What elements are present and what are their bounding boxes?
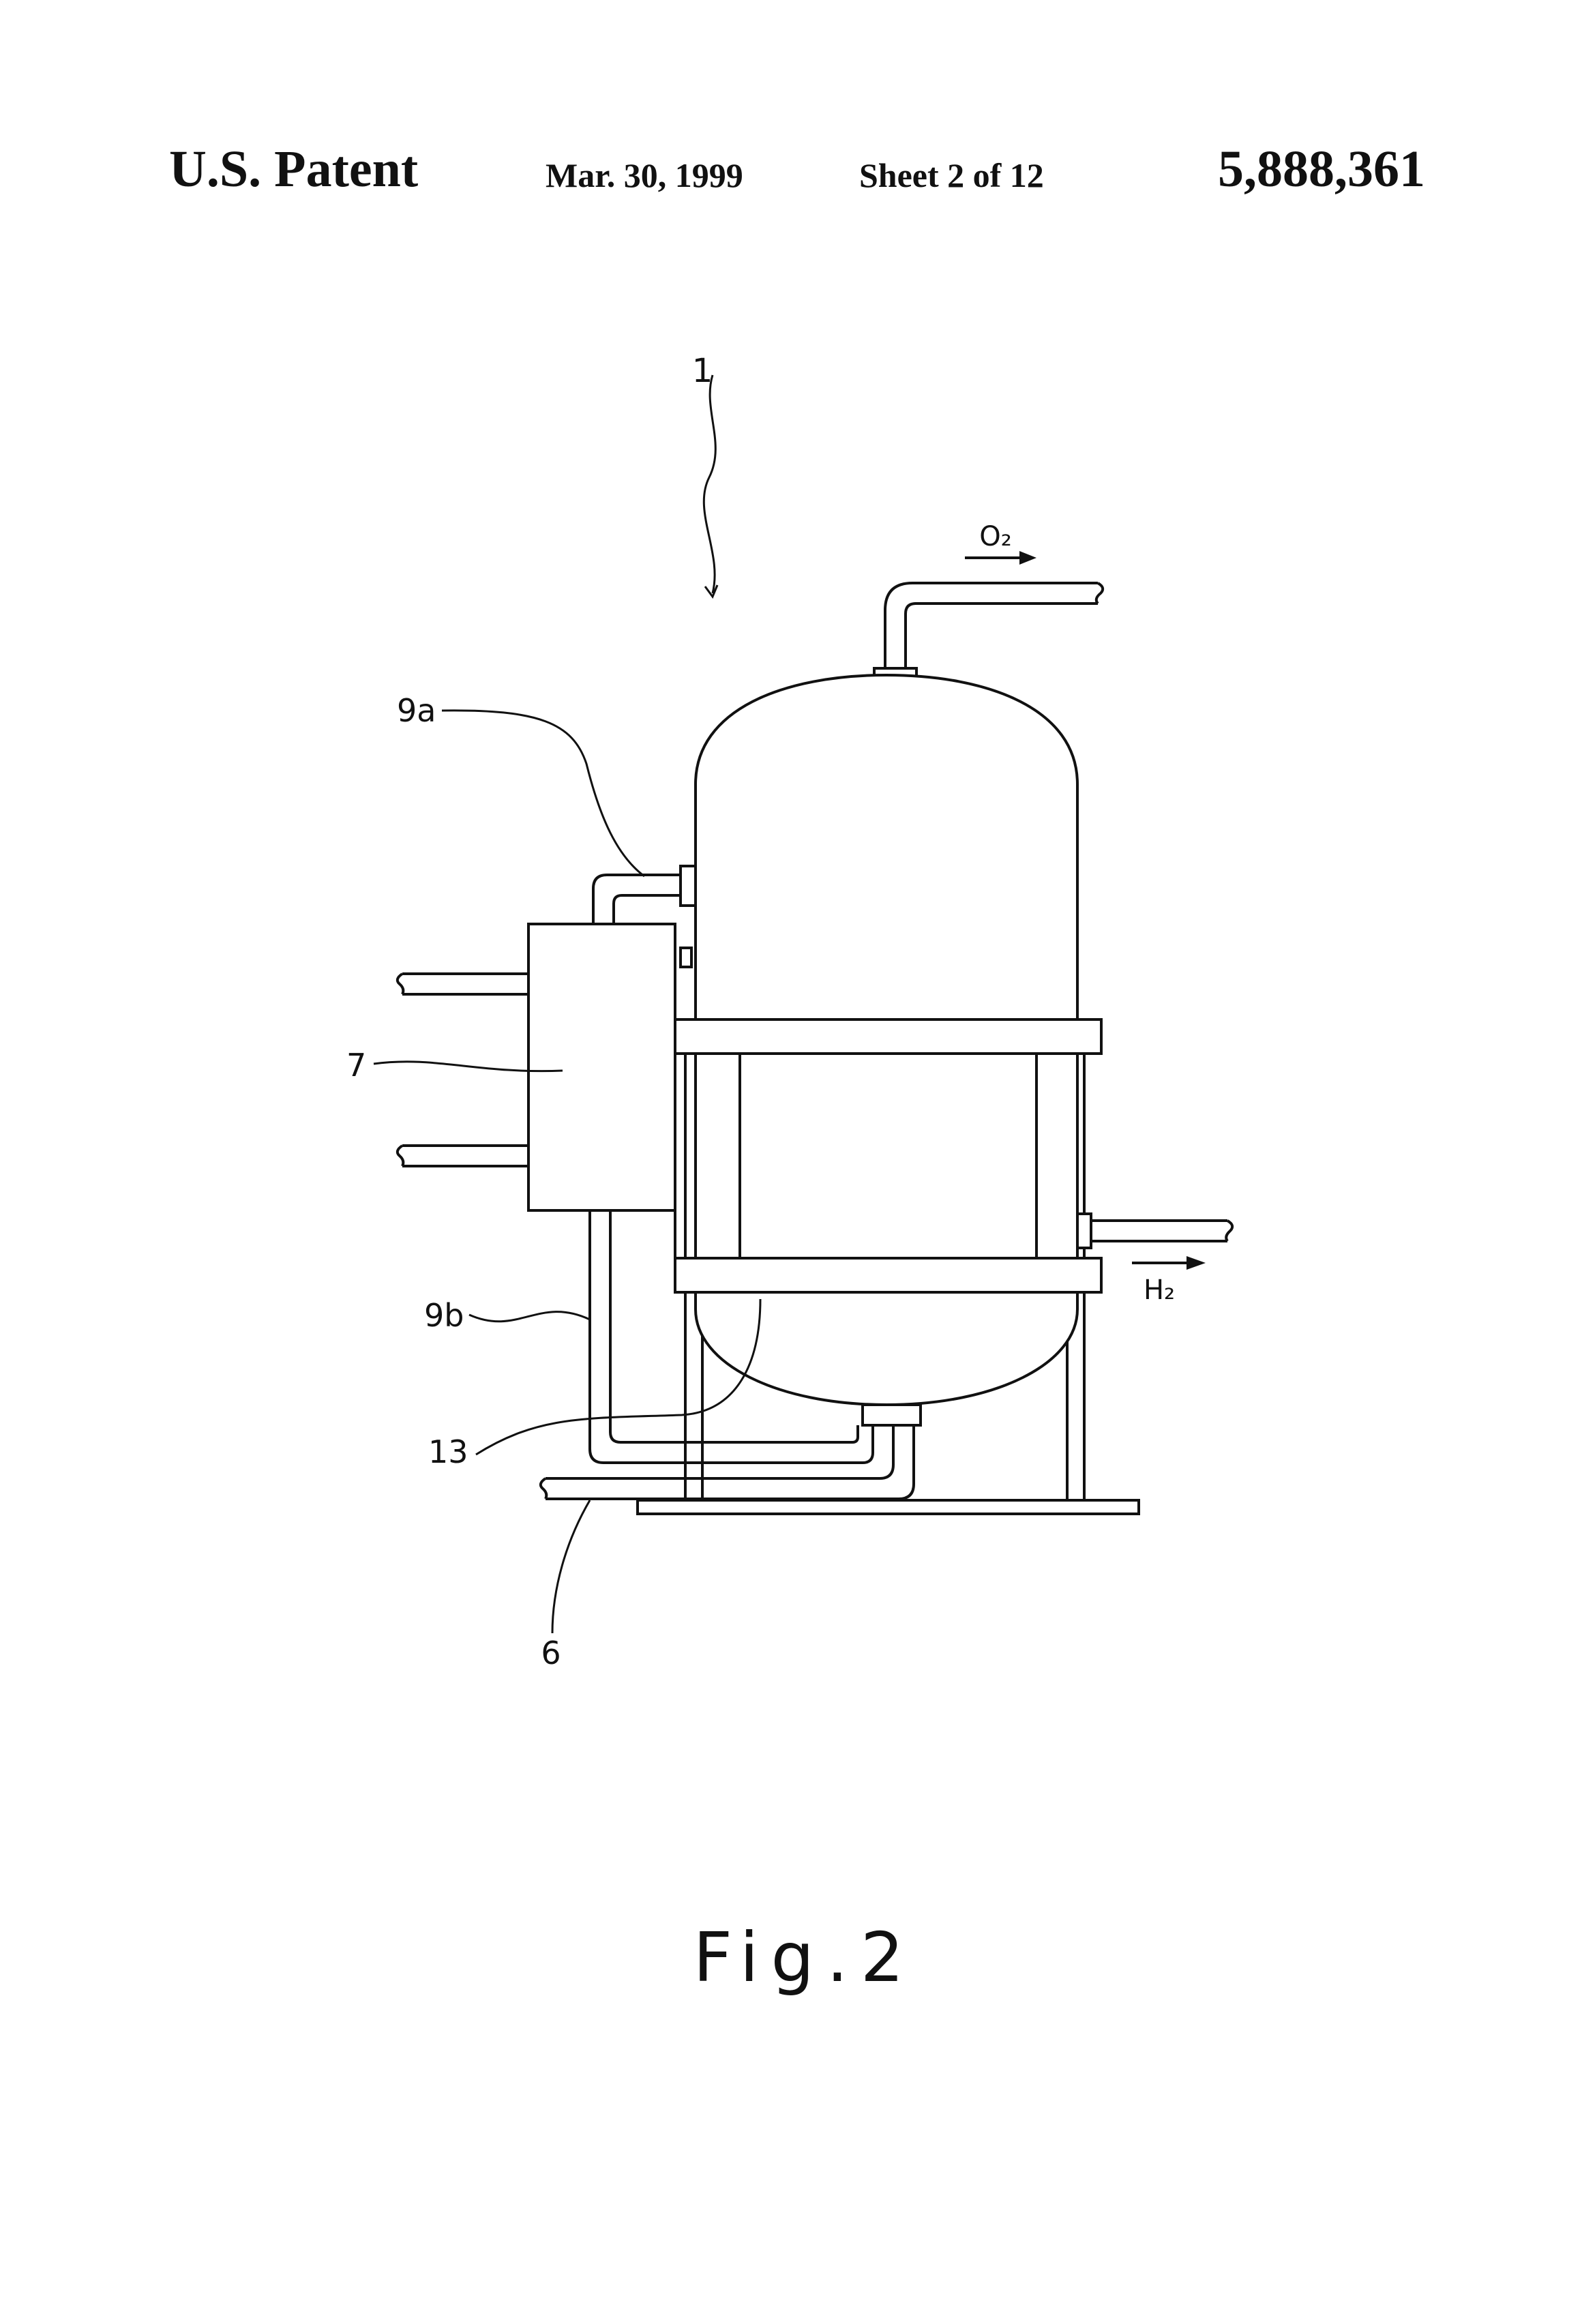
control-unit-7 xyxy=(398,924,675,1210)
label-pipe-9a: 9a xyxy=(397,692,436,729)
label-drain-13: 13 xyxy=(428,1433,468,1470)
label-apparatus-1: 1 xyxy=(692,352,713,390)
label-unit-7: 7 xyxy=(346,1047,366,1084)
label-pipe-9b: 9b xyxy=(424,1297,464,1334)
figure-caption: Fig.2 xyxy=(693,1918,916,1997)
label-supply-6: 6 xyxy=(541,1635,561,1671)
hydrogen-outlet-pipe xyxy=(1077,1214,1232,1248)
oxygen-outlet-pipe xyxy=(874,583,1103,681)
label-hydrogen: H₂ xyxy=(1144,1275,1175,1306)
label-oxygen: O₂ xyxy=(979,521,1012,552)
